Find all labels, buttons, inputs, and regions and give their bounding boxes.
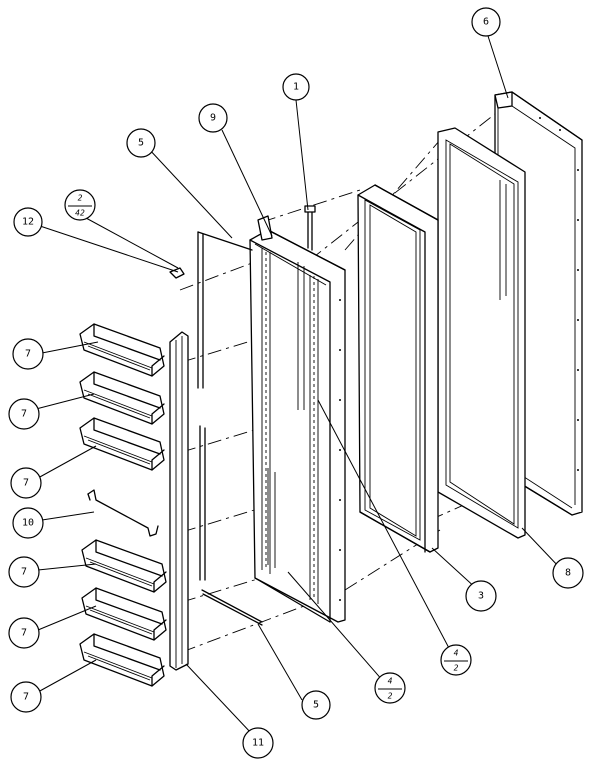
- shelf-brackets: [197, 231, 263, 626]
- callout-3: 3: [465, 580, 497, 612]
- callout-12: 12: [13, 207, 43, 237]
- callout-12-label: 12: [22, 217, 34, 228]
- callout-11: 11: [242, 727, 274, 759]
- callout-7-e-label: 7: [21, 628, 27, 639]
- callout-7-a-label: 7: [25, 349, 31, 360]
- callout-6-label: 6: [483, 17, 489, 28]
- door-bin: [79, 323, 165, 377]
- callout-9: 9: [198, 103, 228, 133]
- fraction-denominator: 2: [454, 664, 459, 673]
- callout-fraction-4-2-lower: 4 2: [374, 672, 406, 704]
- callout-7-c: 7: [10, 467, 42, 499]
- callout-8-label: 8: [565, 568, 571, 579]
- callout-7-d-label: 7: [21, 567, 27, 578]
- door-bin: [81, 539, 167, 593]
- fraction-numerator: 4: [454, 649, 459, 658]
- door-gasket: [437, 127, 526, 539]
- callout-1-label: 1: [293, 82, 299, 93]
- callout-3-label: 3: [478, 591, 484, 602]
- callout-1: 1: [282, 73, 310, 101]
- callout-5-bottom: 5: [301, 690, 331, 720]
- door-bin: [81, 587, 167, 641]
- clip-part: [169, 267, 185, 279]
- door-bin: [79, 371, 165, 425]
- callout-8: 8: [552, 557, 584, 589]
- callout-7-f: 7: [10, 681, 42, 713]
- callout-5-top-label: 5: [138, 138, 144, 149]
- callout-10: 10: [12, 507, 44, 539]
- callout-7-d: 7: [8, 556, 40, 588]
- door-trim-strip: [169, 331, 189, 671]
- callout-9-label: 9: [210, 113, 216, 124]
- callout-7-f-label: 7: [23, 692, 29, 703]
- fraction-numerator: 2: [78, 194, 83, 203]
- callout-11-label: 11: [252, 738, 264, 749]
- fraction-denominator: 2: [388, 692, 393, 701]
- callout-7-e: 7: [8, 617, 40, 649]
- callout-6: 6: [471, 7, 501, 37]
- callout-5-top: 5: [126, 128, 156, 158]
- fraction-numerator: 4: [388, 677, 393, 686]
- callout-7-b-label: 7: [21, 409, 27, 420]
- callout-7-b: 7: [8, 398, 40, 430]
- callout-10-label: 10: [22, 518, 34, 529]
- door-inner-liner: [249, 205, 346, 623]
- liner-rivets: [339, 299, 341, 601]
- wire-retainer-bar: [87, 489, 159, 537]
- fraction-denominator: 42: [75, 209, 85, 218]
- callout-7-c-label: 7: [23, 478, 29, 489]
- door-bin: [79, 417, 165, 471]
- callout-fraction-4-2-upper: 4 2: [440, 644, 472, 676]
- door-bins: [79, 323, 167, 687]
- callout-5-bottom-label: 5: [313, 700, 319, 711]
- panel-rivets: [539, 117, 579, 471]
- door-bin: [79, 633, 165, 687]
- door-liner-frame: [357, 184, 439, 553]
- callout-fraction-2-42: 2 42: [64, 189, 96, 221]
- leader-lines: [35, 35, 561, 735]
- callout-7-a: 7: [12, 338, 44, 370]
